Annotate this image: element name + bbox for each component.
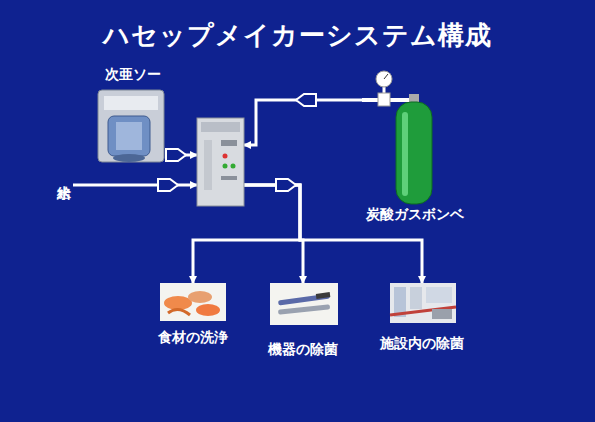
- machine-illustration: [197, 118, 244, 206]
- diagram-title: ハセップメイカーシステム構成: [0, 18, 595, 53]
- cylinder-illustration: [362, 68, 468, 224]
- pipe-connector: [73, 184, 197, 187]
- flow-node: 施設内の除菌: [372, 283, 472, 353]
- flow-arrow: [296, 94, 316, 106]
- node-label: 次亜ソー: [70, 66, 196, 84]
- flow-arrow: [158, 179, 178, 191]
- node-label: 食材の洗浄: [128, 329, 258, 347]
- flow-node: 食材の洗浄: [148, 283, 238, 349]
- pipe-connector: [244, 100, 362, 145]
- flow-arrow: [276, 179, 296, 191]
- pipe-connector: [176, 154, 197, 157]
- flow-node: 炭酸ガスボンベ: [362, 68, 468, 224]
- flow-arrow: [166, 149, 186, 161]
- flow-node: [197, 118, 244, 206]
- pipe-connector: [244, 185, 303, 283]
- node-label: 機器の除菌: [238, 341, 368, 359]
- node-label: 炭酸ガスボンベ: [342, 206, 488, 224]
- flow-node: 機器の除菌: [258, 283, 348, 359]
- flow-node: 給水: [55, 175, 73, 209]
- flow-node: 次亜ソー: [90, 66, 176, 168]
- pipe-connector: [244, 185, 422, 283]
- node-label: 施設内の除菌: [352, 335, 492, 353]
